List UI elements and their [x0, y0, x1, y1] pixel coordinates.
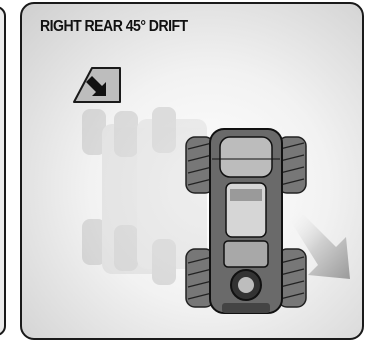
- car-body: [210, 129, 282, 313]
- previous-panel-edge: [0, 6, 6, 336]
- panel-title: RIGHT REAR 45° DRIFT: [40, 18, 188, 36]
- drift-mode-panel: RIGHT REAR 45° DRIFT: [20, 2, 364, 340]
- motion-direction-arrow-icon: [284, 209, 364, 289]
